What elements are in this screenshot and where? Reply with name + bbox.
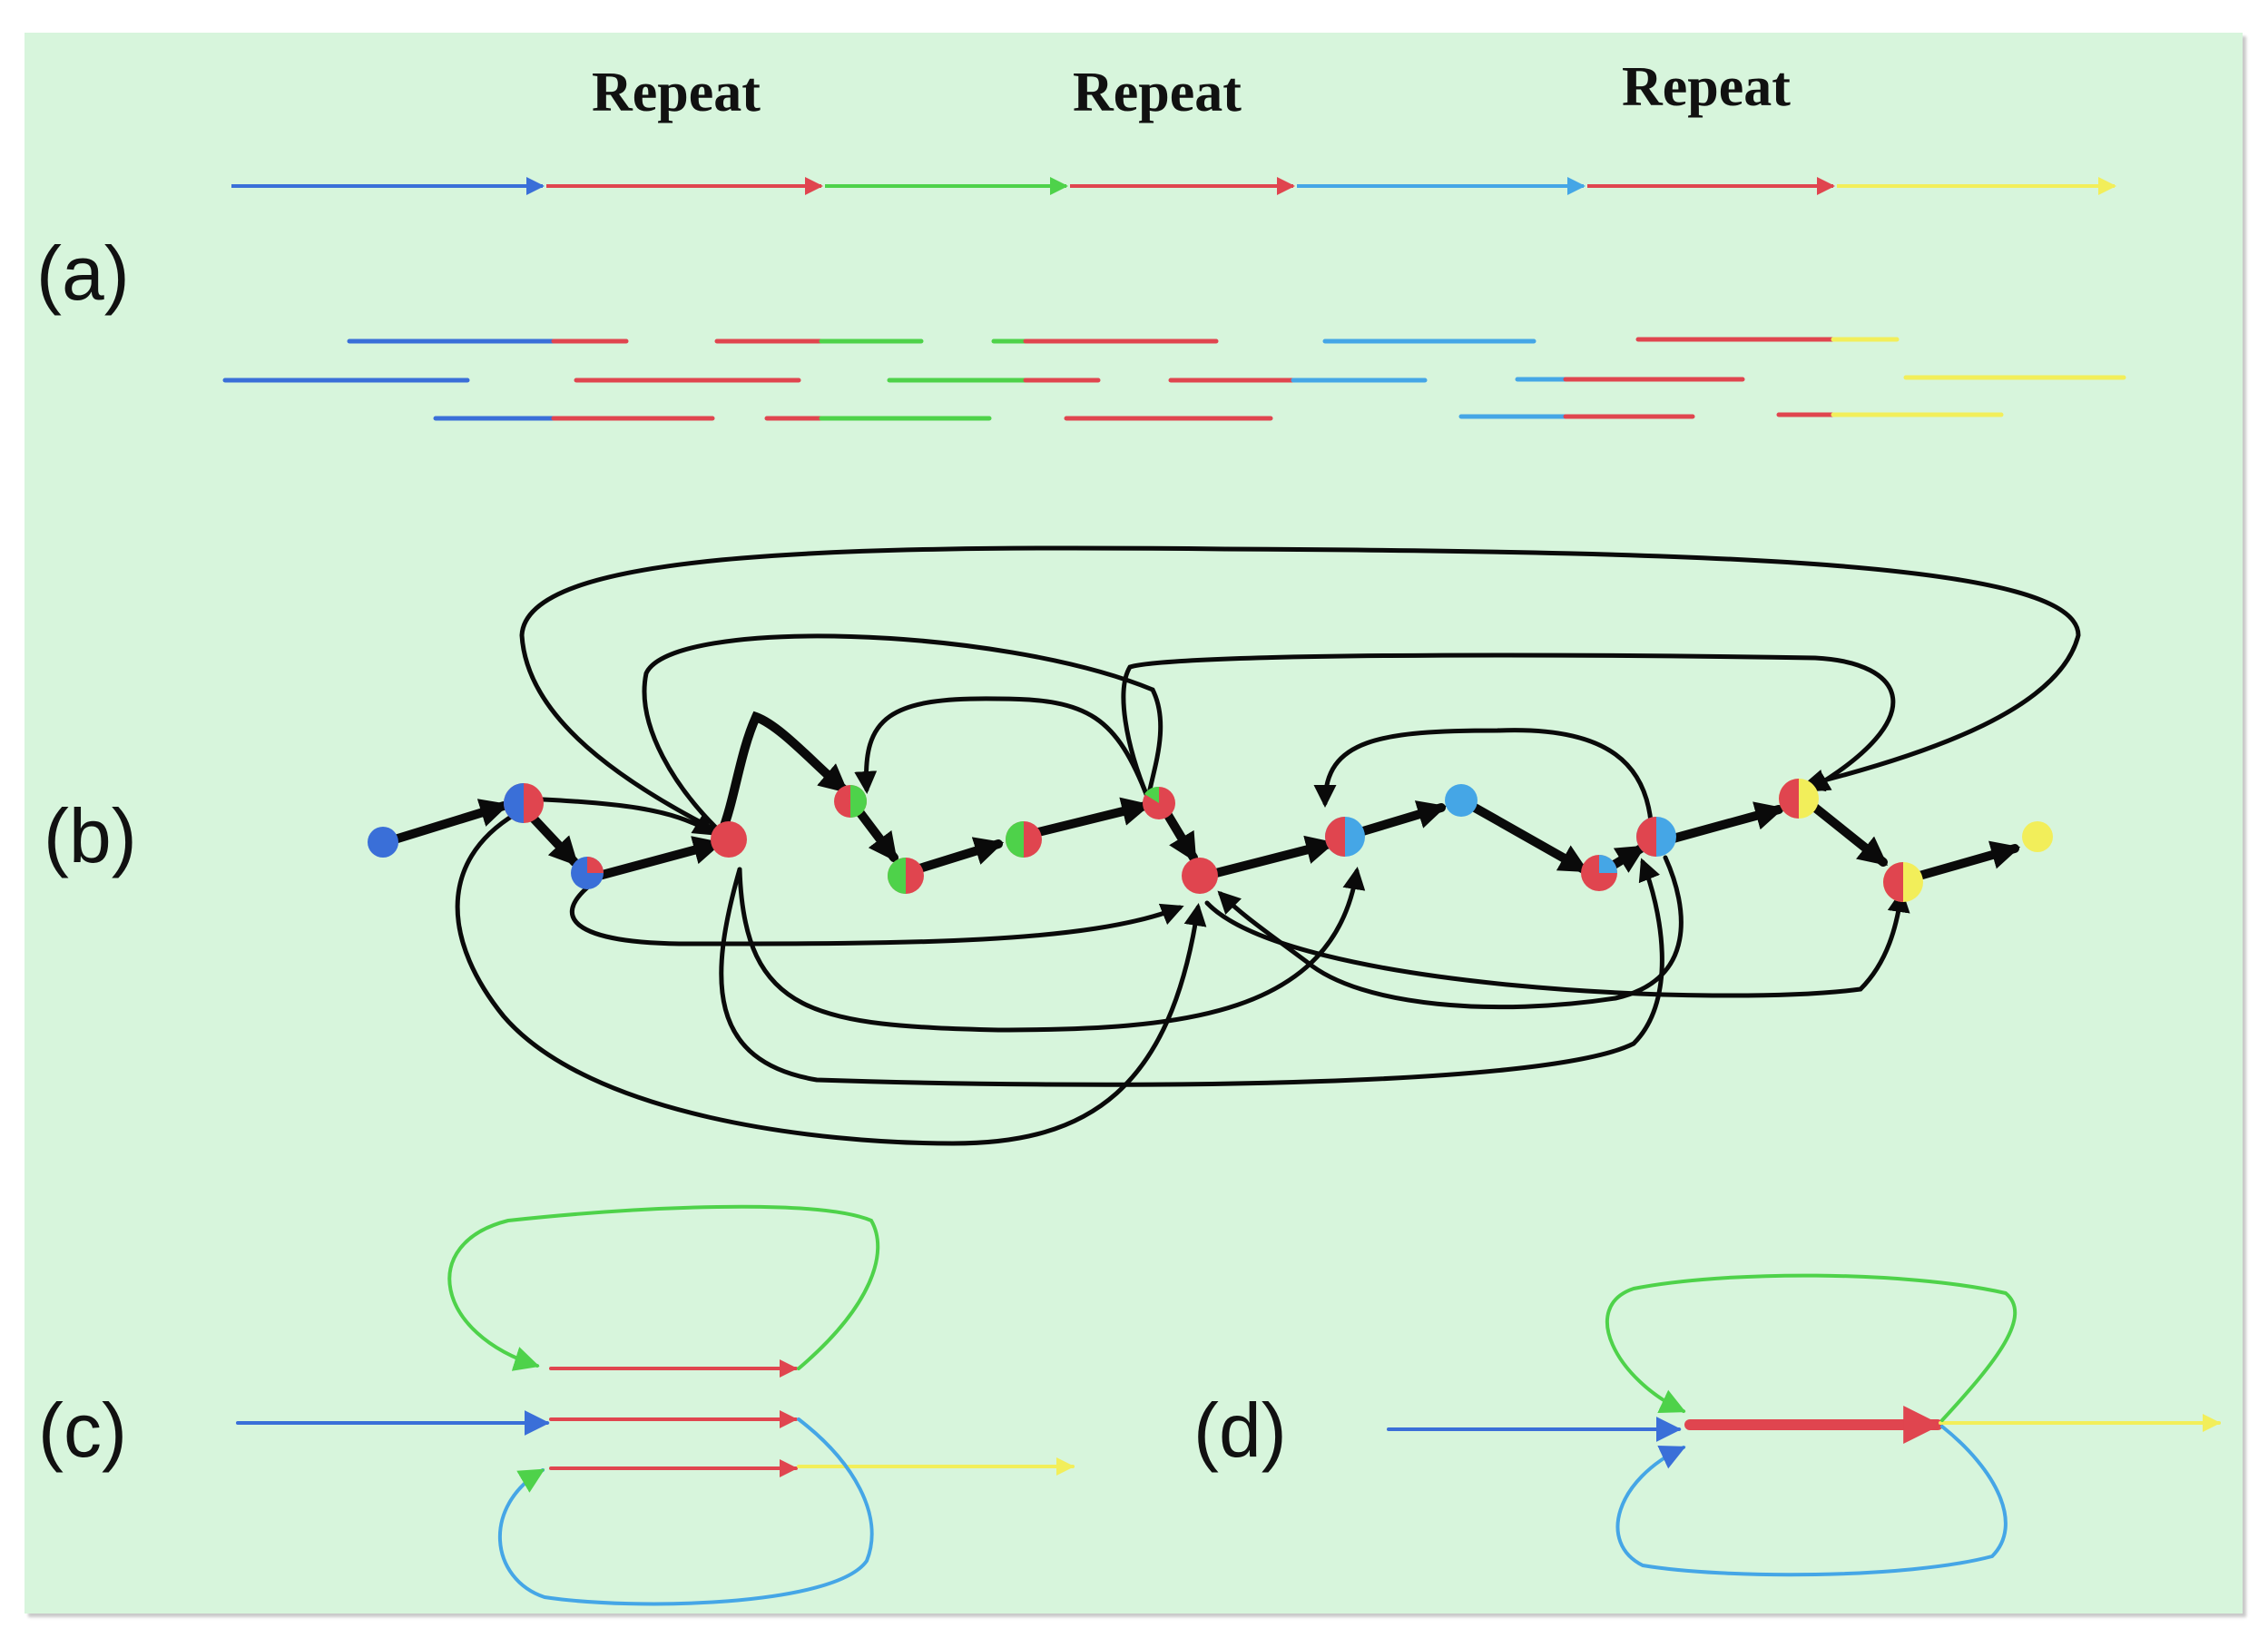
node-10	[1325, 817, 1365, 857]
node-4	[711, 821, 747, 858]
collapsed-graph-c	[236, 1204, 1075, 1606]
sequencing-reads	[222, 337, 2126, 421]
node-1	[368, 827, 398, 858]
graph-main-path	[390, 711, 2021, 880]
repeat-label-3: Repeat	[1622, 56, 1791, 118]
repeat-label-1: Repeat	[592, 62, 761, 123]
node-3	[571, 857, 604, 889]
repeat-label-2: Repeat	[1073, 62, 1242, 123]
graph-edges	[455, 545, 2081, 1146]
node-7	[1006, 821, 1042, 858]
node-14	[1779, 779, 1819, 819]
node-13	[1636, 817, 1676, 857]
panel-label-b: (b)	[44, 793, 137, 878]
node-16	[2022, 821, 2053, 852]
graph-nodes	[368, 779, 2053, 902]
node-6	[888, 858, 924, 894]
node-9	[1182, 858, 1218, 894]
node-15	[1883, 862, 1923, 902]
panel-label-a: (a)	[36, 230, 130, 316]
panel-label-c: (c)	[38, 1388, 127, 1473]
panel-label-d: (d)	[1193, 1388, 1287, 1473]
collapsed-graph-d	[1387, 1273, 2221, 1577]
node-5	[834, 785, 867, 818]
node-12	[1581, 855, 1617, 891]
node-8	[1143, 786, 1175, 819]
node-11	[1445, 784, 1478, 817]
node-2	[504, 783, 544, 823]
